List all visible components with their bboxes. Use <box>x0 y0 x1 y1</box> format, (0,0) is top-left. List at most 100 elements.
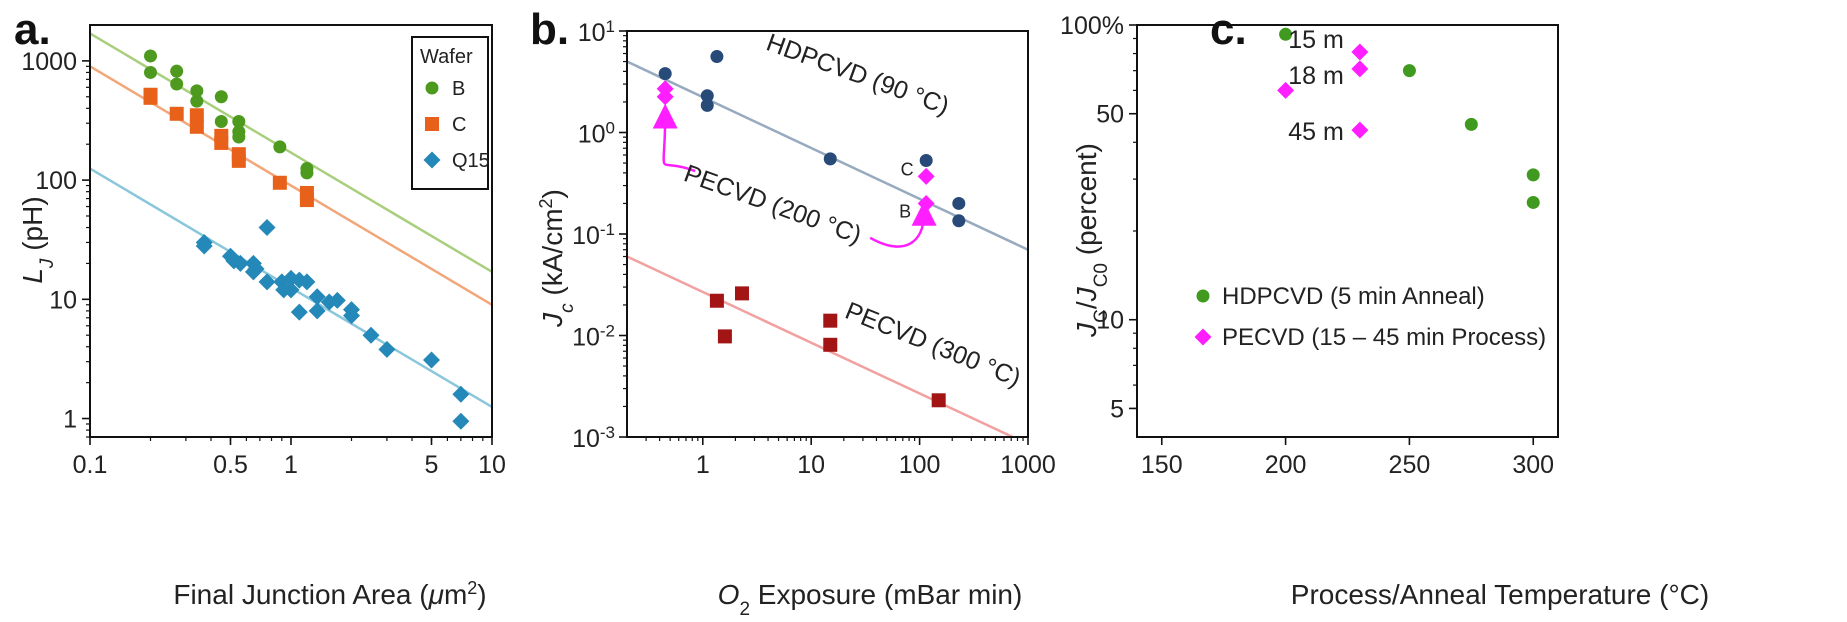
y-tick-label: 101 <box>578 17 615 48</box>
annotation-18m: 18 m <box>1288 62 1344 90</box>
point-HDPCVD (90 °C) <box>919 153 933 167</box>
legend-marker-HDPCVD (5 min Anneal) <box>1196 289 1210 303</box>
legend-label-PECVD (15 – 45 min Process): PECVD (15 – 45 min Process) <box>1222 324 1546 351</box>
legend-marker-C <box>425 117 439 131</box>
point-B <box>170 77 184 91</box>
legend-box <box>411 36 489 190</box>
y-tick-label: 10 <box>49 286 77 314</box>
point-Q15 <box>308 288 326 306</box>
panel-a-ylabel: LJ (pH) <box>17 196 58 283</box>
point-Q15 <box>452 412 470 430</box>
point-Q15 <box>343 307 361 325</box>
point-B <box>190 84 204 98</box>
point-HDPCVD (5 min Anneal) <box>1464 117 1478 131</box>
annotation-15m: 15 m <box>1288 26 1344 54</box>
point-C <box>231 153 246 168</box>
point-Q15 <box>378 340 396 358</box>
point-PECVD (200 °C) <box>917 167 935 185</box>
point-Q15 <box>298 273 316 291</box>
point-PECVD (300 °C) <box>931 393 946 408</box>
panel-c-xlabel: Process/Anneal Temperature (°C) <box>1291 579 1709 610</box>
point-C <box>143 90 158 105</box>
point-HDPCVD (90 °C) <box>658 67 672 81</box>
point-PECVD (200 °C) <box>917 194 935 212</box>
point-Q15 <box>195 237 213 255</box>
point-HDPCVD (90 °C) <box>700 89 714 103</box>
annotation-arrow-right <box>869 200 937 248</box>
y-tick-label: 1 <box>63 406 77 434</box>
legend-marker-B <box>425 81 439 95</box>
point-Q15 <box>258 219 276 237</box>
point-Q15 <box>308 302 326 320</box>
point-HDPCVD (90 °C) <box>710 50 724 64</box>
point-Q15 <box>422 351 440 369</box>
point-PECVD (300 °C) <box>709 293 724 308</box>
x-tick-label: 100 <box>899 451 941 479</box>
point-C <box>214 135 229 150</box>
point-PECVD (15 – 45 min Process) <box>1277 81 1295 99</box>
point-C <box>169 106 184 121</box>
point-PECVD (300 °C) <box>823 337 838 352</box>
x-tick-label: 10 <box>478 451 506 479</box>
y-tick-label: 10-1 <box>572 220 615 251</box>
point-Q15 <box>452 385 470 403</box>
legend-label-HDPCVD (5 min Anneal): HDPCVD (5 min Anneal) <box>1222 283 1485 310</box>
x-tick-label: 250 <box>1389 451 1431 479</box>
point-Q15 <box>231 254 249 272</box>
point-B <box>144 49 158 63</box>
point-PECVD (300 °C) <box>717 329 732 344</box>
panel-b-series-area <box>627 50 1028 437</box>
annotation-wafer-c: C <box>901 159 914 179</box>
point-HDPCVD (90 °C) <box>952 214 966 228</box>
point-HDPCVD (90 °C) <box>952 196 966 210</box>
panel-a-label: a. <box>14 5 51 54</box>
x-tick-label: 1 <box>696 451 710 479</box>
point-HDPCVD (90 °C) <box>700 98 714 112</box>
y-tick-label: 50 <box>1096 101 1124 129</box>
annotation-wafer-b: B <box>899 201 911 221</box>
panel-a-xlabel: Final Junction Area (μm2) <box>173 578 486 610</box>
x-tick-label: 0.1 <box>73 451 108 479</box>
y-tick-label: 5 <box>1110 395 1124 423</box>
x-tick-label: 10 <box>797 451 825 479</box>
panel-b-xlabel: O2 Exposure (mBar min) <box>718 579 1023 620</box>
point-B <box>144 65 158 79</box>
x-tick-label: 0.5 <box>213 451 248 479</box>
panel-b-label: b. <box>530 5 569 54</box>
y-tick-label: 1000 <box>21 48 77 76</box>
x-tick-label: 300 <box>1512 451 1554 479</box>
point-HDPCVD (90 °C) <box>823 152 837 166</box>
panel-c-plot-frame <box>1136 24 1559 438</box>
legend-title: Wafer <box>420 46 473 68</box>
point-B <box>214 115 228 129</box>
panel-b-ylabel: Jc (kA/cm2) <box>536 189 578 328</box>
point-PECVD (200 °C) <box>656 88 674 106</box>
point-B <box>300 166 314 180</box>
annotation-pecvd-300: PECVD (300 °C) <box>841 297 1024 393</box>
point-Q15 <box>282 281 300 299</box>
point-HDPCVD (5 min Anneal) <box>1526 195 1540 209</box>
y-tick-label: 10-3 <box>572 423 615 454</box>
annotation-hdpcvd: HDPCVD (90 °C) <box>763 28 953 120</box>
x-tick-label: 1 <box>284 451 298 479</box>
point-B <box>232 115 246 129</box>
x-tick-label: 150 <box>1141 451 1183 479</box>
y-tick-label: 10 <box>1096 307 1124 335</box>
legend-label-Q15: Q15 <box>452 150 490 172</box>
x-tick-label: 5 <box>425 451 439 479</box>
y-tick-label: 100% <box>1060 12 1124 40</box>
point-PECVD (300 °C) <box>823 313 838 328</box>
x-tick-label: 200 <box>1265 451 1307 479</box>
y-tick-label: 100 <box>578 118 615 149</box>
point-B <box>170 64 184 78</box>
annotation-pecvd-200: PECVD (200 °C) <box>680 159 865 249</box>
point-B <box>273 140 287 154</box>
y-tick-label: 100 <box>35 167 77 195</box>
annotation-45m: 45 m <box>1288 118 1344 146</box>
point-C <box>272 175 287 190</box>
fit-line-B <box>90 32 492 273</box>
legend-label-B: B <box>452 78 465 100</box>
